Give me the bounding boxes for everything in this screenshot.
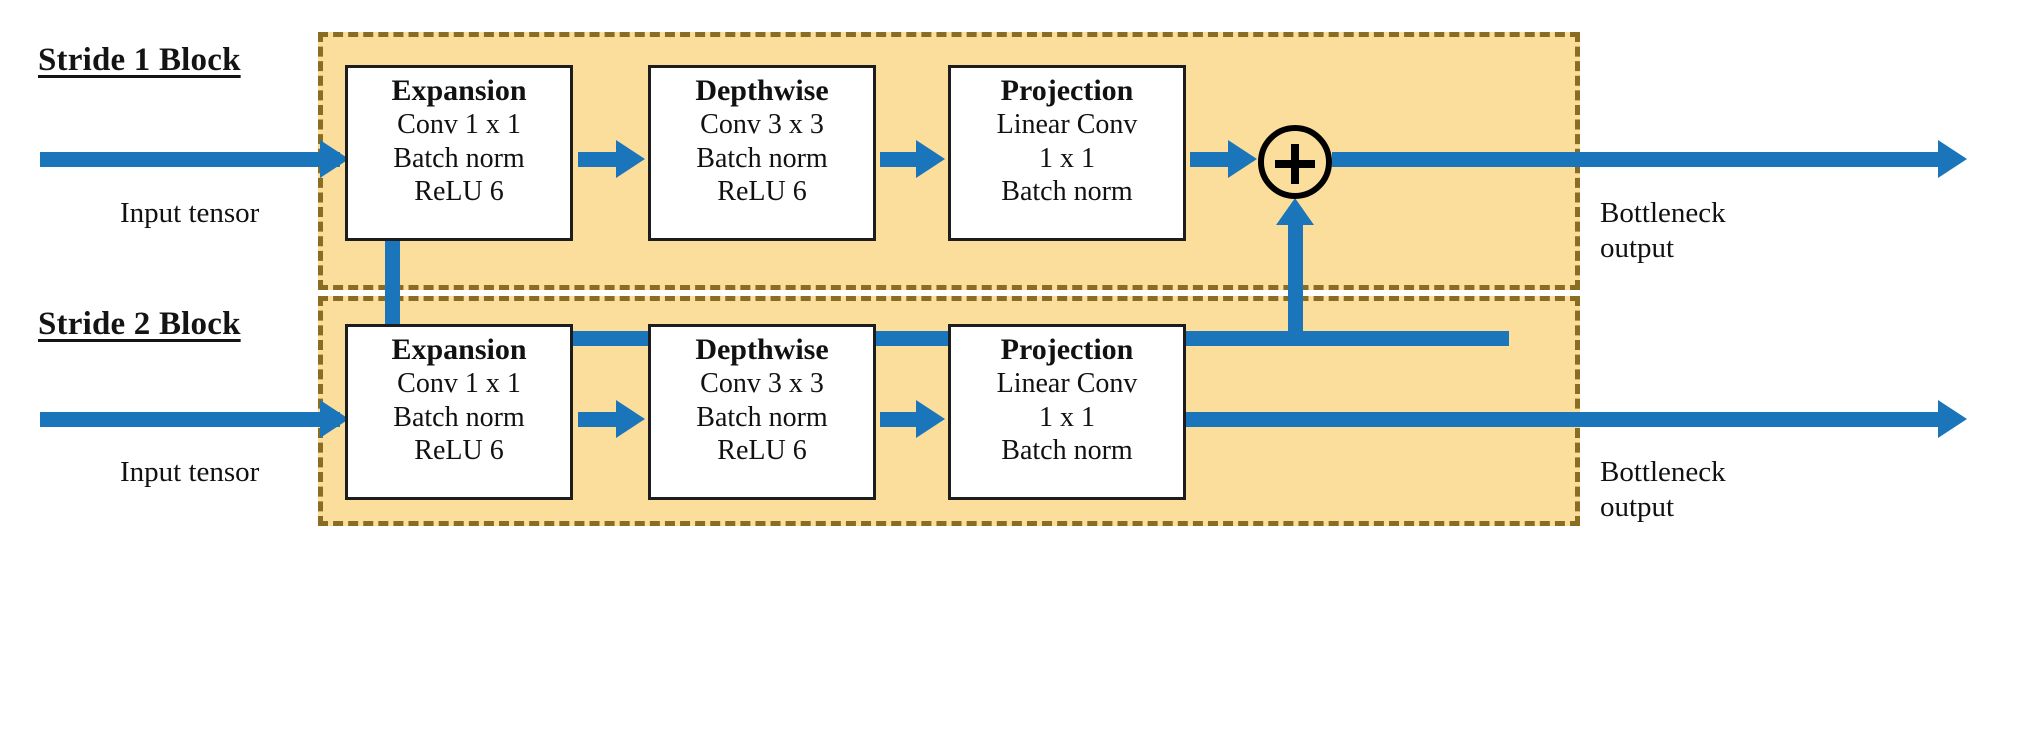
stride-2-depthwise-line-1: Conv 3 x 3 [700,368,824,400]
stride-2-arrow-expansion-to-depthwise-shaft [578,412,620,427]
stride-2-expansion-line-2: Batch norm [393,401,525,433]
stride-1-arrow-depthwise-to-projection-shaft [880,152,918,167]
stride-2-depthwise-line-2: Batch norm [696,401,828,433]
stride-2-output-arrowhead [1938,400,1967,438]
stride-1-expansion-line-3: ReLU 6 [414,176,504,208]
stride-2-projection-line-1: Linear Conv [996,368,1138,400]
stride-2-arrow-expansion-to-depthwise-head [616,400,645,438]
stride-2-projection-line-3: Batch norm [1001,435,1133,467]
stride-1-input-arrow-shaft [40,152,340,167]
stride-2-input-arrowhead [320,400,349,438]
stride-2-input-tensor-label: Input tensor [120,456,260,488]
stride-1-depthwise-line-1: Conv 3 x 3 [700,109,824,141]
stride-1-depthwise-heading: Depthwise [695,74,829,107]
stride-1-bottleneck-output-line-2: output [1600,232,1675,265]
stride-1-arrow-projection-to-sum-shaft [1190,152,1232,167]
stride-1-residual-up-segment [1288,222,1303,340]
stride-1-projection-line-1: Linear Conv [996,109,1138,141]
stride-2-arrow-depthwise-to-projection-head [916,400,945,438]
residual-add-icon [1258,125,1332,199]
stride-2-bottleneck-output-label: Bottleneck output [1600,455,1820,526]
stride-1-expansion-line-2: Batch norm [393,142,525,174]
stride-2-bottleneck-output-line-2: output [1600,491,1675,524]
stride-2-projection-line-2: 1 x 1 [1039,401,1095,433]
stride-2-depthwise-heading: Depthwise [695,333,829,366]
stride-1-depthwise-line-3: ReLU 6 [717,176,807,208]
stride-1-depthwise-box: Depthwise Conv 3 x 3 Batch norm ReLU 6 [648,65,876,241]
stride-1-output-arrowhead [1938,140,1967,178]
stride-2-expansion-box: Expansion Conv 1 x 1 Batch norm ReLU 6 [345,324,573,500]
stride-1-expansion-heading: Expansion [391,74,527,107]
stride-1-bottleneck-output-label: Bottleneck output [1600,196,1820,267]
stride-1-output-arrow-shaft [1332,152,1942,167]
stride-2-depthwise-line-3: ReLU 6 [717,435,807,467]
stride-1-projection-line-2: 1 x 1 [1039,142,1095,174]
stride-1-arrow-expansion-to-depthwise-shaft [578,152,620,167]
stride-1-arrow-projection-to-sum-head [1228,140,1257,178]
stride-1-depthwise-line-2: Batch norm [696,142,828,174]
stride-1-arrow-depthwise-to-projection-head [916,140,945,178]
stride-2-projection-heading: Projection [1000,333,1134,366]
stride-2-output-arrow-shaft [1186,412,1942,427]
stride-1-input-arrowhead [320,140,349,178]
stride-1-expansion-box: Expansion Conv 1 x 1 Batch norm ReLU 6 [345,65,573,241]
stride-2-input-arrow-shaft [40,412,340,427]
stride-1-projection-heading: Projection [1000,74,1134,107]
stride-2-block-title: Stride 2 Block [38,306,241,342]
stride-1-bottleneck-output-line-1: Bottleneck [1600,197,1726,229]
plus-vertical-stroke [1291,144,1299,184]
stride-1-expansion-line-1: Conv 1 x 1 [397,109,521,141]
stride-1-projection-line-3: Batch norm [1001,176,1133,208]
stride-2-depthwise-box: Depthwise Conv 3 x 3 Batch norm ReLU 6 [648,324,876,500]
stride-1-arrow-expansion-to-depthwise-head [616,140,645,178]
stride-1-projection-box: Projection Linear Conv 1 x 1 Batch norm [948,65,1186,241]
stride-2-arrow-depthwise-to-projection-shaft [880,412,918,427]
stride-1-block-title: Stride 1 Block [38,42,241,78]
stride-2-bottleneck-output-line-1: Bottleneck [1600,456,1726,488]
stride-2-expansion-heading: Expansion [391,333,527,366]
stride-1-input-tensor-label: Input tensor [120,197,260,229]
stride-2-expansion-line-3: ReLU 6 [414,435,504,467]
stride-1-residual-arrowhead [1276,198,1314,225]
stride-2-expansion-line-1: Conv 1 x 1 [397,368,521,400]
stride-2-projection-box: Projection Linear Conv 1 x 1 Batch norm [948,324,1186,500]
